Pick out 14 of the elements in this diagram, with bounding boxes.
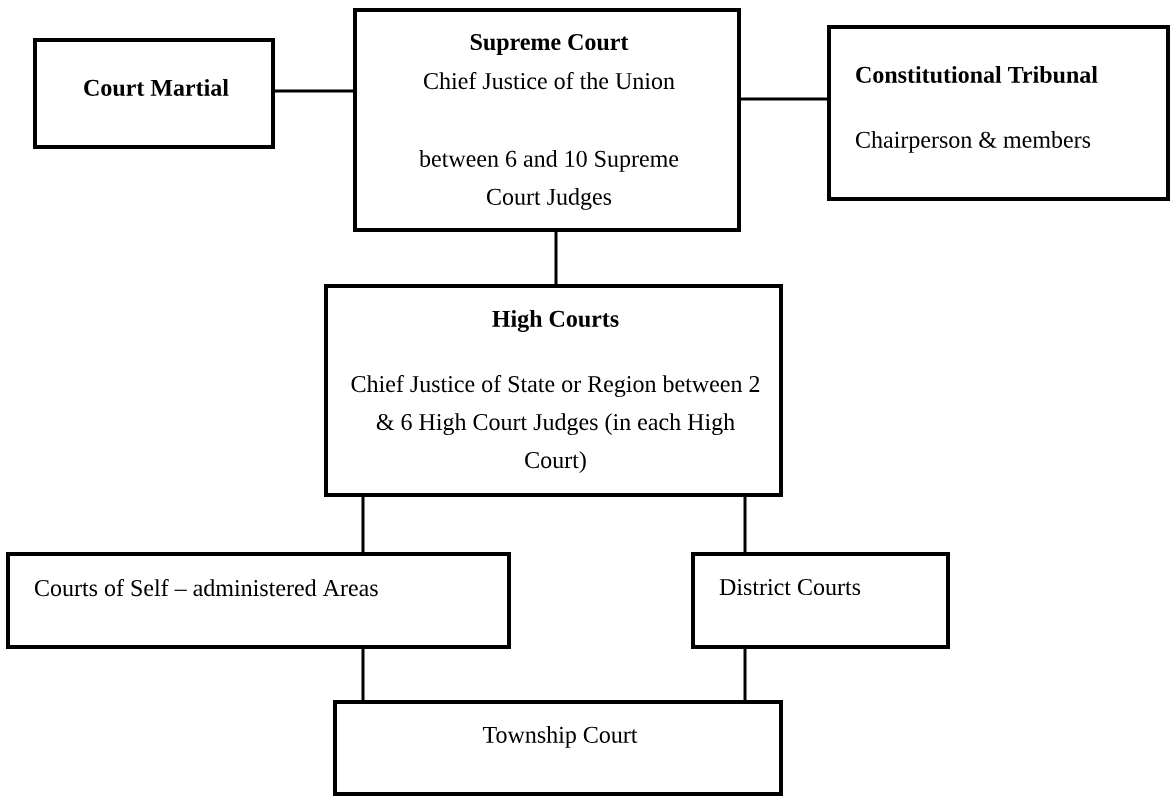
connector-line [361,649,365,700]
court-box: Court Martial [33,38,275,149]
court-box: Courts of Self – administered Areas [6,552,511,649]
connector-line [741,97,827,101]
court-box: High Courts Chief Justice of State or Region between 2 & 6 High Court Judges (in each High Court) [324,284,783,497]
connector-line [554,232,558,284]
connector-line [743,497,747,552]
connector-line [275,89,353,93]
connector-line [743,649,747,700]
connector-line [361,497,365,552]
court-box: Constitutional Tribunal Chairperson & members [827,25,1170,201]
court-box: Township Court [333,700,783,796]
court-box: District Courts [691,552,950,649]
court-box: Supreme Court Chief Justice of the Union between 6 and 10 Supreme Court Judges [353,8,741,232]
